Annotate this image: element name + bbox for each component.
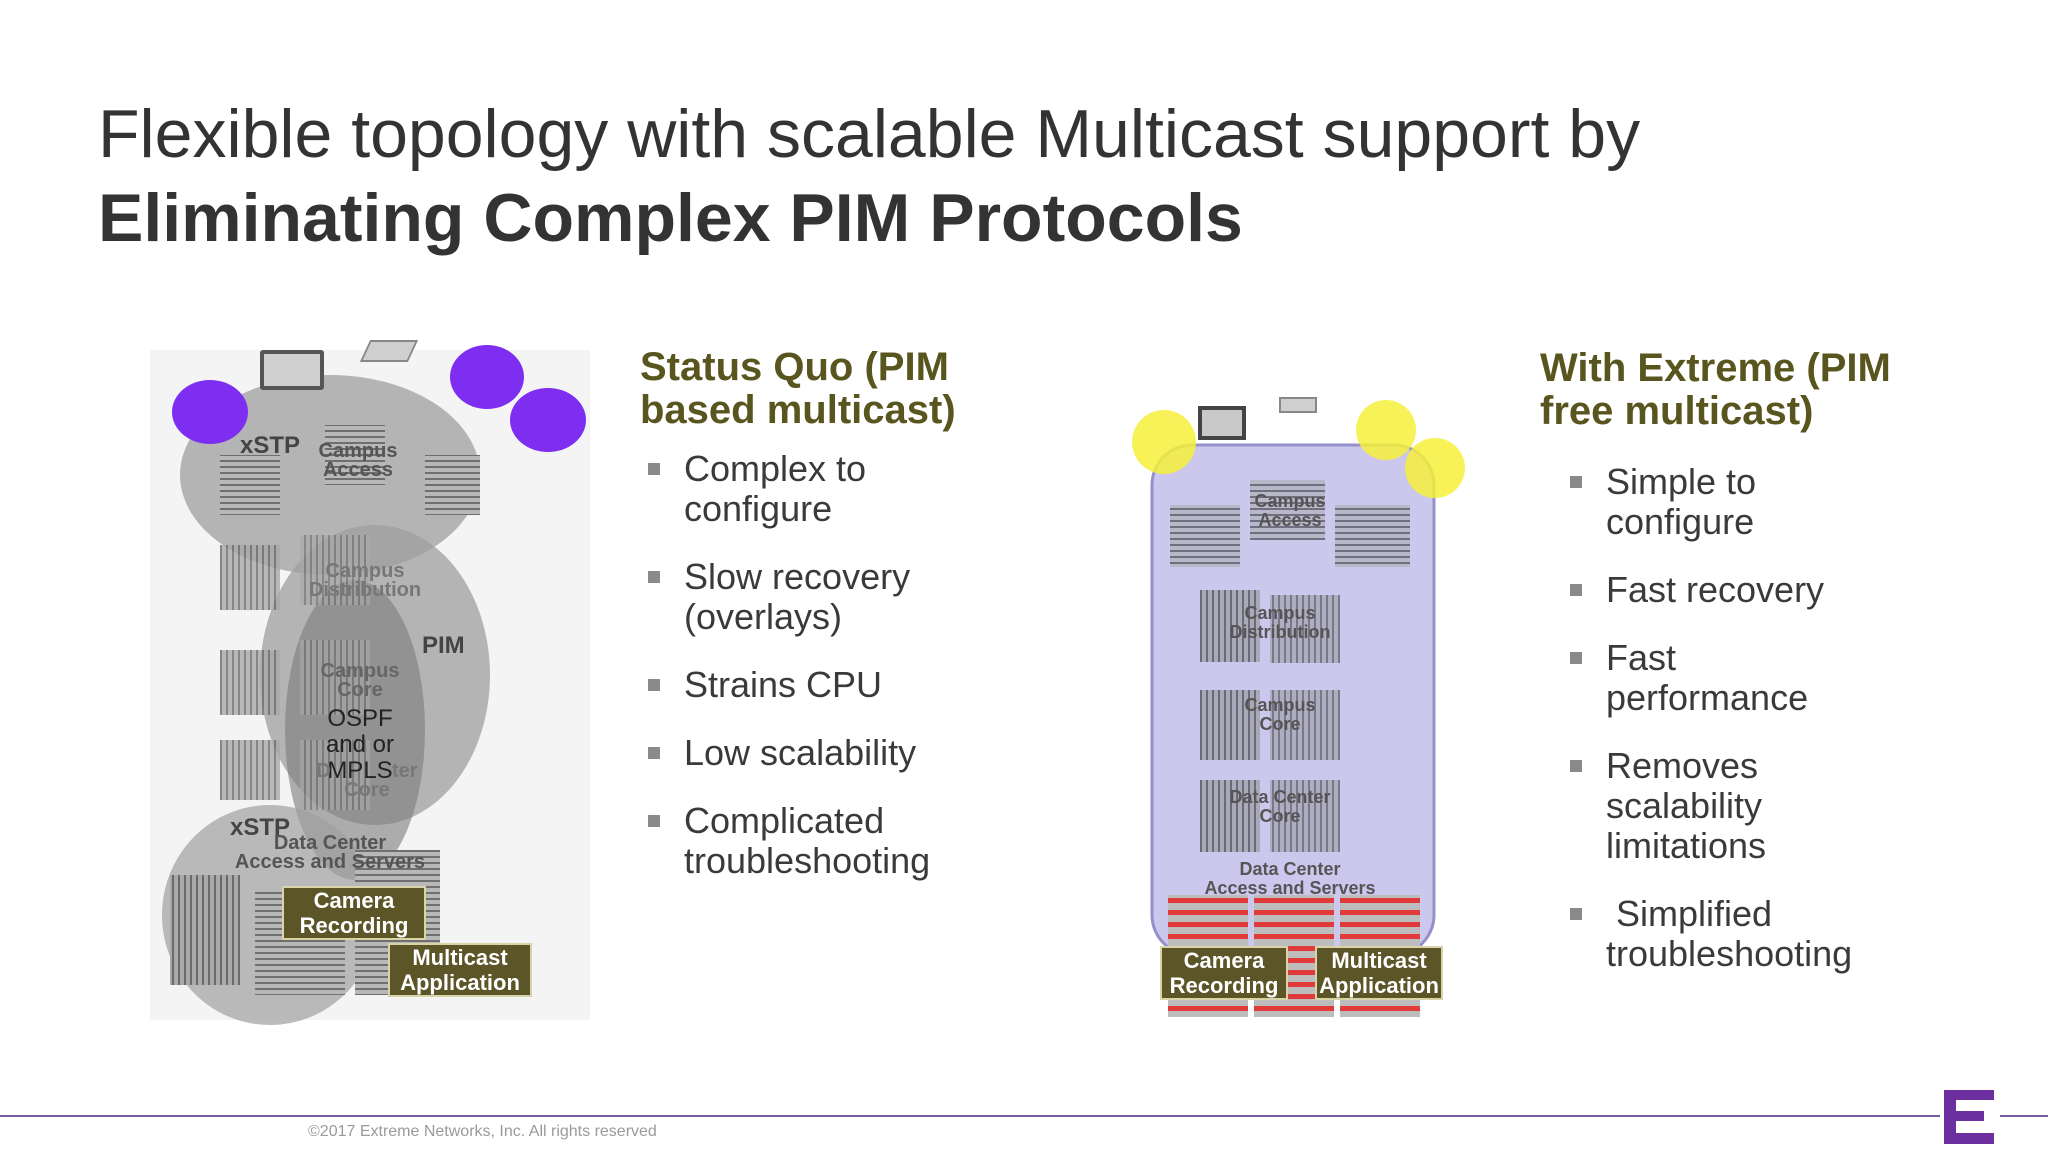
- switch-stack-icon: [220, 455, 280, 515]
- status-quo-diagram: xSTP Campus Access Campus Distribution P…: [150, 330, 610, 1030]
- list-item: Slow recovery(overlays): [645, 557, 1025, 637]
- switch-stack-icon: [1250, 480, 1325, 540]
- multicast-application-tag: Multicast Application: [1315, 946, 1443, 1000]
- pim-label: PIM: [422, 632, 465, 659]
- camera-icon: [172, 380, 248, 444]
- bullet-square-icon: [1570, 476, 1582, 488]
- phone-icon: [1356, 400, 1416, 460]
- campus-access-label: Campus Access: [1254, 491, 1326, 530]
- list-item: Low scalability: [645, 733, 1025, 773]
- multicast-application-tag: Multicast Application: [388, 943, 532, 997]
- extreme-logo: [1944, 1090, 1994, 1144]
- switch-stack-icon: [1335, 505, 1410, 567]
- switch-stack-icon: [425, 455, 480, 515]
- laptop-icon: [260, 350, 324, 390]
- bullet-square-icon: [648, 679, 660, 691]
- server-rack-icon: [170, 875, 240, 985]
- headset-icon: [1405, 438, 1465, 498]
- xstp-bottom-label: xSTP: [230, 814, 291, 841]
- title-line-2: Eliminating Complex PIM Protocols: [98, 180, 1243, 256]
- dc-access-label: Data Center Access and Servers: [1204, 859, 1376, 898]
- copyright-text: ©2017 Extreme Networks, Inc. All rights …: [308, 1123, 657, 1140]
- campus-core-label: Campus Core: [320, 660, 400, 701]
- bullet-square-icon: [1570, 760, 1582, 772]
- status-quo-heading: Status Quo (PIM based multicast): [640, 345, 956, 432]
- dc-core-label: Data Center Core: [1229, 787, 1331, 826]
- access-point-icon: [1279, 397, 1317, 413]
- phone-icon: [450, 345, 524, 409]
- camera-recording-tag: Camera Recording: [282, 886, 426, 940]
- bullet-square-icon: [648, 571, 660, 583]
- xstp-label: xSTP: [240, 432, 301, 459]
- bullet-square-icon: [648, 815, 660, 827]
- dc-access-label: Data Center Access and Servers: [234, 832, 426, 873]
- list-item: Strains CPU: [645, 665, 1025, 705]
- camera-icon: [1132, 410, 1196, 474]
- switch-stack-icon: [1170, 505, 1240, 567]
- campus-distribution-label: Campus Distribution: [308, 560, 422, 601]
- campus-access-label: Campus Access: [318, 440, 398, 481]
- dc-core-partial-label: D ter Core: [316, 760, 418, 801]
- bullet-square-icon: [1570, 908, 1582, 920]
- footer-divider: [0, 1115, 1940, 1117]
- campus-distribution-label: Campus Distribution: [1229, 603, 1331, 642]
- camera-recording-tag: Camera Recording: [1160, 946, 1288, 1000]
- headset-icon: [510, 388, 586, 452]
- bullet-square-icon: [1570, 584, 1582, 596]
- ospf-label: OSPF and or MPLS: [325, 705, 395, 784]
- extreme-diagram: Campus Access Campus Distribution Campus…: [1130, 390, 1490, 1030]
- laptop-icon: [1198, 406, 1246, 440]
- bullet-square-icon: [648, 463, 660, 475]
- campus-core-label: Campus Core: [1244, 695, 1316, 734]
- with-extreme-heading: With Extreme (PIM free multicast): [1540, 346, 1891, 433]
- bullet-square-icon: [648, 747, 660, 759]
- footer-divider-right: [2000, 1115, 2048, 1117]
- bullet-square-icon: [1570, 652, 1582, 664]
- title-line-1: Flexible topology with scalable Multicas…: [98, 96, 1641, 172]
- access-point-icon: [359, 340, 419, 362]
- list-item: Fast recovery: [1567, 570, 1947, 610]
- switch-stack-icon: [325, 425, 385, 485]
- slide-title: Flexible topology with scalable Multicas…: [98, 92, 1640, 260]
